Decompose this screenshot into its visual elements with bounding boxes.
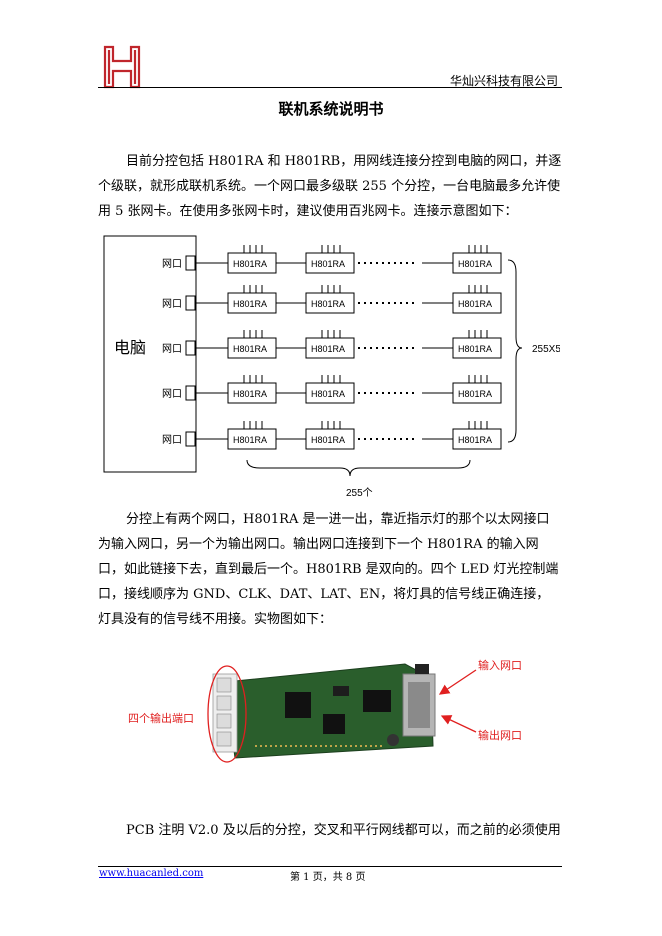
huacan-h-logo-icon <box>103 45 141 89</box>
bottom-brace-label: 255个 <box>346 487 373 499</box>
bottom-brace <box>246 459 471 477</box>
right-brace <box>507 259 523 443</box>
controller-label: H801RA <box>458 435 492 445</box>
controller-label: H801RA <box>458 389 492 399</box>
cable-note-text: PCB 注明 V2.0 及以后的分控，交叉和平行网线都可以，而之前的必须使用 <box>126 823 561 838</box>
port-label: 网口 <box>162 343 182 355</box>
computer-box <box>103 235 197 473</box>
company-name: 华灿兴科技有限公司 <box>449 74 558 88</box>
controller-label: H801RA <box>311 344 345 354</box>
footer-rule <box>98 866 562 867</box>
output-port-label: 输出网口 <box>478 730 522 742</box>
port-label: 网口 <box>162 258 182 270</box>
input-port-arrow <box>438 669 477 695</box>
port-description-paragraph: 分控上有两个网口，H801RA 是一进一出，靠近指示灯的那个以太网接口为输入网口… <box>98 507 562 632</box>
port-description-text: 分控上有两个网口，H801RA 是一进一出，靠近指示灯的那个以太网接口为输入网口… <box>98 512 559 627</box>
controller-label: H801RA <box>233 435 267 445</box>
controller-label: H801RA <box>233 299 267 309</box>
controller-label: H801RA <box>458 344 492 354</box>
controller-label: H801RA <box>233 389 267 399</box>
port-label: 网口 <box>162 298 182 310</box>
website-link[interactable]: www.huacanled.com <box>99 868 204 879</box>
page-number: 第 1 页，共 8 页 <box>290 872 366 883</box>
port-socket <box>185 385 196 401</box>
input-port-label: 输入网口 <box>478 660 522 672</box>
port-socket <box>185 255 196 271</box>
controller-label: H801RA <box>233 344 267 354</box>
controller-label: H801RA <box>311 259 345 269</box>
intro-paragraph-text: 目前分控包括 H801RA 和 H801RB，用网线连接分控到电脑的网口，并逐个… <box>98 154 562 219</box>
controller-label: H801RA <box>311 389 345 399</box>
port-socket <box>185 340 196 356</box>
controller-label: H801RA <box>311 299 345 309</box>
port-socket <box>185 431 196 447</box>
controller-label: H801RA <box>458 259 492 269</box>
right-brace-label: 255X5 <box>532 344 560 355</box>
cable-note-paragraph: PCB 注明 V2.0 及以后的分控，交叉和平行网线都可以，而之前的必须使用 <box>98 818 562 843</box>
connection-diagram: 电脑 网口 H801RA H801RA H801RA 网口 H801RA H801RA H80… <box>103 235 560 499</box>
header-rule <box>98 87 562 88</box>
intro-paragraph: 目前分控包括 H801RA 和 H801RB，用网线连接分控到电脑的网口，并逐个… <box>98 149 562 224</box>
controller-label: H801RA <box>311 435 345 445</box>
four-output-ports-label: 四个输出端口 <box>128 713 194 725</box>
port-label: 网口 <box>162 388 182 400</box>
port-label: 网口 <box>162 434 182 446</box>
controller-label: H801RA <box>233 259 267 269</box>
controller-board-photo <box>212 663 436 759</box>
controller-label: H801RA <box>458 299 492 309</box>
computer-label: 电脑 <box>114 339 146 357</box>
output-port-arrow <box>440 715 477 733</box>
port-socket <box>185 295 196 311</box>
document-title: 联机系统说明书 <box>278 100 384 118</box>
